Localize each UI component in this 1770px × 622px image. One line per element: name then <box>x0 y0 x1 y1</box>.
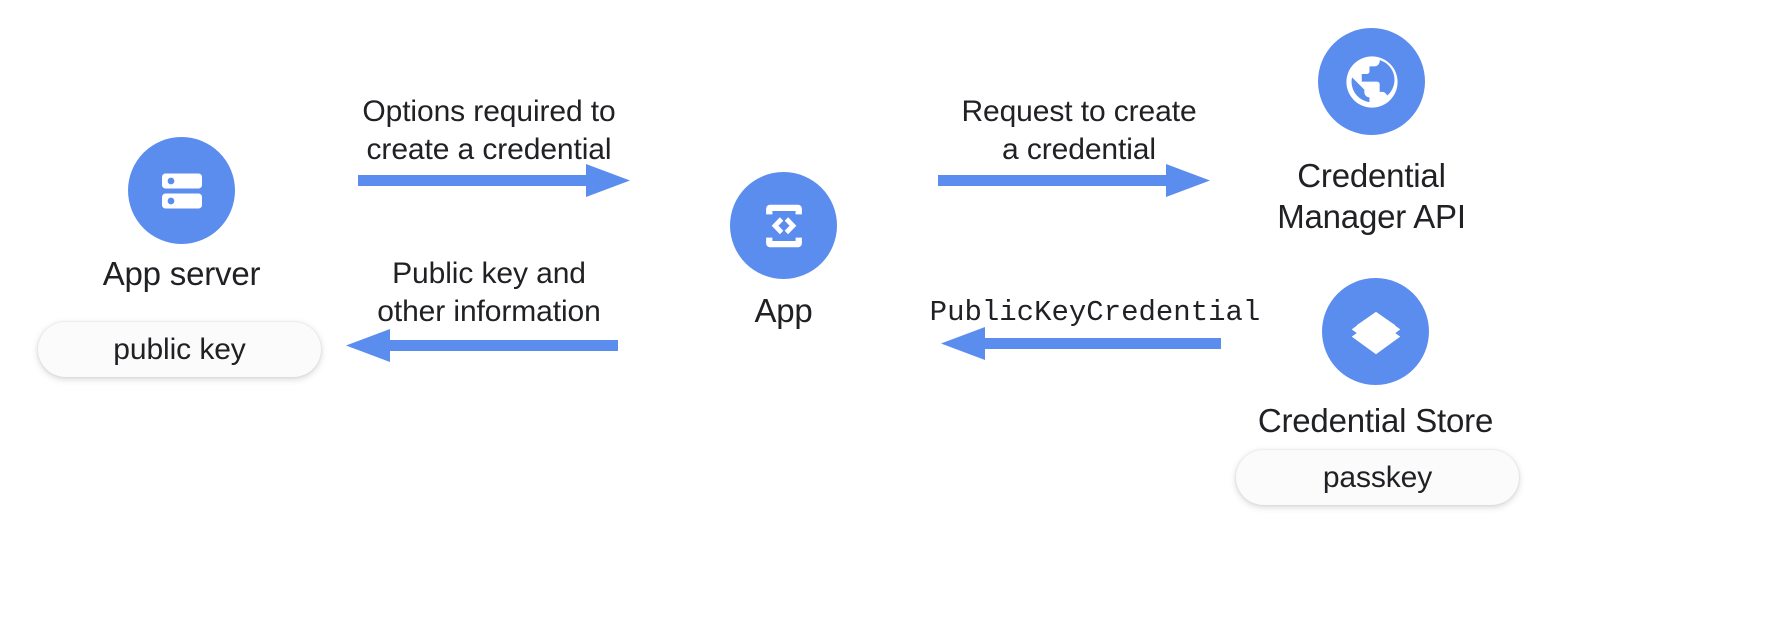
arrow-public-key-response <box>330 327 618 363</box>
app-server-icon-badge <box>128 137 235 244</box>
app-icon-badge <box>730 172 837 279</box>
layers-icon <box>1345 301 1407 363</box>
credential-manager-api-icon-badge <box>1318 28 1425 135</box>
credential-store-icon-badge <box>1322 278 1429 385</box>
app-label: App <box>754 292 813 329</box>
arrow-label-public-key-credential: PublicKeyCredential <box>929 296 1261 329</box>
server-icon <box>152 161 212 221</box>
arrow-label-public-key-response: Public key and other information <box>377 257 601 328</box>
phone-code-icon <box>755 197 813 255</box>
arrow-request-to-create <box>938 162 1210 198</box>
arrow-label-options-required: Options required to create a credential <box>362 95 616 166</box>
globe-icon <box>1340 50 1404 114</box>
arrow-options-required <box>358 162 630 198</box>
credential-manager-api-label: Credential Manager API <box>1277 157 1466 235</box>
arrow-label-request-to-create: Request to create a credential <box>961 95 1197 166</box>
app-server-label: App server <box>102 255 261 292</box>
credential-store-label: Credential Store <box>1257 402 1494 439</box>
arrow-public-key-credential <box>925 325 1221 361</box>
app-server-chip-public-key: public key <box>38 322 321 377</box>
credential-store-chip-passkey: passkey <box>1236 450 1519 505</box>
